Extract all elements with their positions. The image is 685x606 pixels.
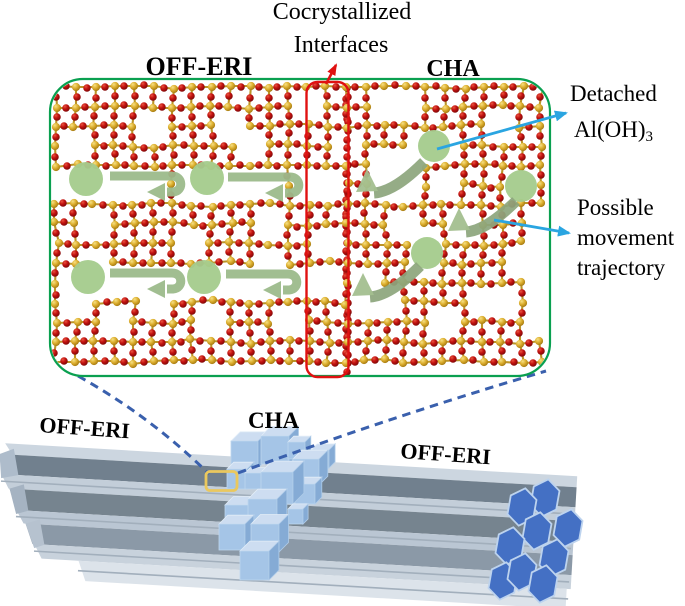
svg-text:Detached: Detached: [570, 81, 657, 106]
svg-text:CHA: CHA: [248, 408, 300, 433]
svg-text:Possible: Possible: [577, 195, 654, 220]
svg-text:Al(OH)3: Al(OH)3: [574, 117, 653, 145]
svg-text:CHA: CHA: [426, 56, 480, 82]
svg-text:Cocrystallized: Cocrystallized: [273, 0, 412, 25]
svg-text:movement: movement: [577, 225, 675, 250]
svg-text:Interfaces: Interfaces: [294, 32, 389, 58]
svg-text:OFF-ERI: OFF-ERI: [146, 52, 253, 81]
svg-text:trajectory: trajectory: [577, 255, 666, 280]
